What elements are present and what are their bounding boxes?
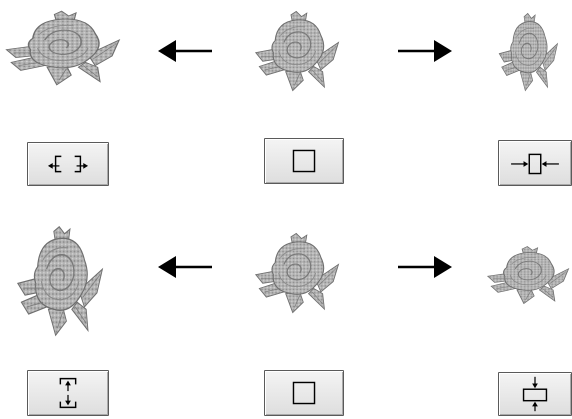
original-size-icon [292, 381, 316, 405]
arrow-left-icon [158, 256, 212, 278]
reduce-height-button[interactable] [498, 372, 572, 416]
arrow-right-icon [398, 40, 452, 62]
expand-height-icon [59, 377, 77, 409]
expand-height-button[interactable] [27, 370, 109, 416]
rose-design-narrower [498, 10, 560, 94]
rose-design-taller [16, 222, 106, 340]
rose-design-shorter [486, 244, 572, 306]
reduce-width-icon [511, 153, 559, 175]
arrow-right-icon [398, 256, 452, 278]
reduce-height-icon [522, 376, 548, 412]
arrow-left-icon [158, 40, 212, 62]
original-size-icon [292, 149, 316, 173]
expand-width-icon [47, 155, 89, 173]
rose-design-wider [4, 8, 124, 88]
original-size-button-height[interactable] [264, 370, 344, 416]
reduce-width-button[interactable] [498, 140, 572, 186]
expand-width-button[interactable] [27, 142, 109, 186]
rose-design-original [254, 230, 342, 316]
original-size-button-width[interactable] [264, 138, 344, 184]
rose-design-original [254, 8, 342, 94]
